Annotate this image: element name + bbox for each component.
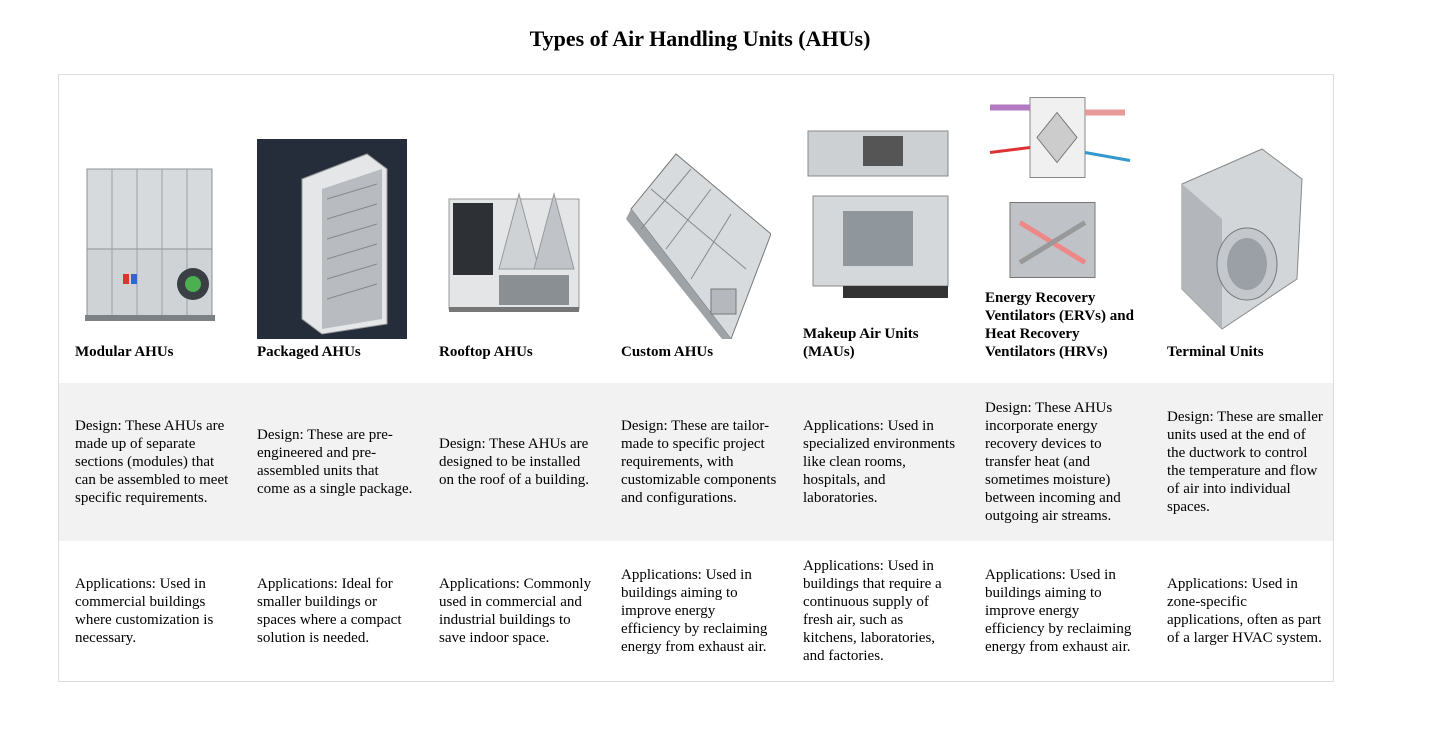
design-cell: Design: These are tailor-made to specifi…	[605, 383, 787, 541]
ahu-types-table: Modular AHUs Packaged	[59, 75, 1333, 681]
custom-ahu-image	[621, 139, 771, 339]
design-cell: Design: These AHUs are made up of separa…	[59, 383, 241, 541]
unit-name: Modular AHUs	[75, 344, 174, 360]
design-cell: Design: These are pre-engineered and pre…	[241, 383, 423, 541]
unit-name: Custom AHUs	[621, 344, 714, 360]
unit-name: Makeup Air Units (MAUs)	[803, 326, 919, 360]
unit-header-custom: Custom AHUs	[605, 75, 787, 383]
terminal-unit-image	[1167, 139, 1317, 339]
applications-row: Applications: Used in commercial buildin…	[59, 541, 1333, 681]
unit-name: Terminal Units	[1167, 344, 1264, 360]
unit-name: Rooftop AHUs	[439, 344, 533, 360]
design-row: Design: These AHUs are made up of separa…	[59, 383, 1333, 541]
modular-ahu-image	[75, 139, 225, 339]
page-title: Types of Air Handling Units (AHUs)	[529, 26, 871, 51]
design-cell: Design: These AHUs incorporate energy re…	[969, 383, 1151, 541]
applications-cell: Applications: Used in buildings that req…	[803, 558, 942, 664]
applications-cell: Applications: Ideal for smaller building…	[257, 576, 402, 646]
unit-name: Packaged AHUs	[257, 344, 361, 360]
header-row: Modular AHUs Packaged	[59, 75, 1333, 383]
makeup-air-unit-image	[803, 121, 953, 321]
applications-cell: Applications: Used in commercial buildin…	[75, 576, 214, 646]
rooftop-ahu-image	[439, 139, 589, 339]
design-cell: Applications: Used in specialized enviro…	[787, 383, 969, 541]
applications-cell: Applications: Used in buildings aiming t…	[621, 567, 768, 655]
unit-header-terminal: Terminal Units	[1151, 75, 1333, 383]
applications-cell: Applications: Used in zone-specific appl…	[1167, 576, 1322, 646]
energy-recovery-ventilator-image	[985, 90, 1135, 285]
applications-cell: Applications: Commonly used in commercia…	[439, 576, 592, 646]
unit-header-makeup: Makeup Air Units (MAUs)	[787, 75, 969, 383]
ahu-types-table-frame: Modular AHUs Packaged	[58, 74, 1334, 682]
unit-header-modular: Modular AHUs	[59, 75, 241, 383]
unit-header-erv: Energy Recovery Ventilators (ERVs) and H…	[969, 75, 1151, 383]
design-cell: Design: These are smaller units used at …	[1151, 383, 1333, 541]
design-cell: Design: These AHUs are designed to be in…	[423, 383, 605, 541]
packaged-ahu-image	[257, 139, 407, 339]
unit-header-packaged: Packaged AHUs	[241, 75, 423, 383]
applications-cell: Applications: Used in buildings aiming t…	[985, 567, 1132, 655]
unit-name: Energy Recovery Ventilators (ERVs) and H…	[985, 290, 1134, 360]
unit-header-rooftop: Rooftop AHUs	[423, 75, 605, 383]
